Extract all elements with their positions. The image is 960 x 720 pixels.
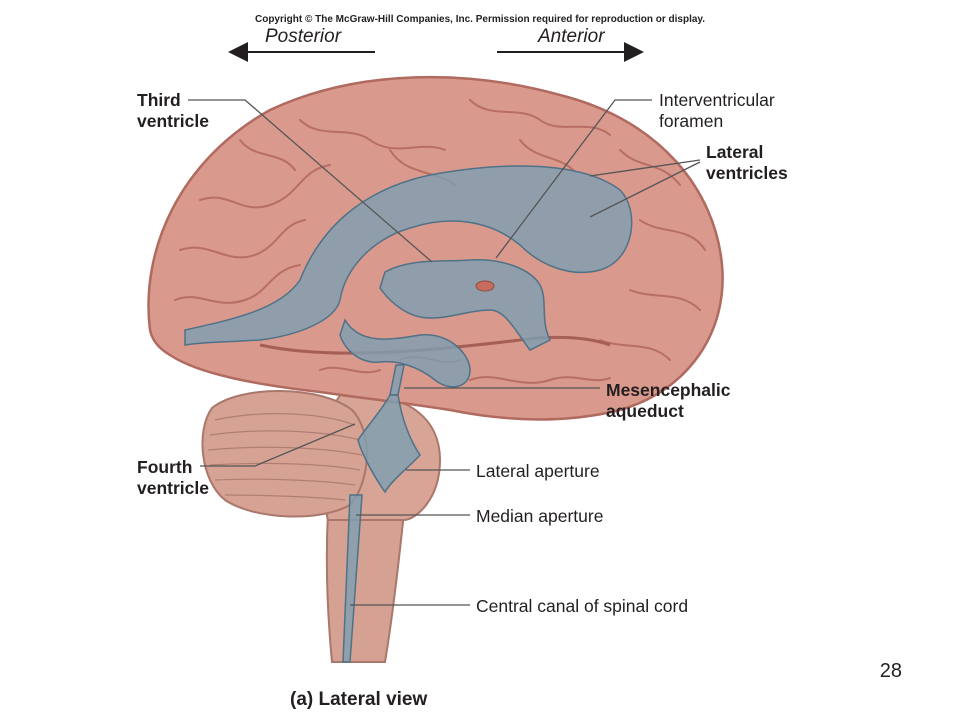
label-lateral-aperture: Lateral aperture [476,461,600,481]
lateral-ventricle-body [184,165,633,346]
ventricular-system [184,165,633,663]
copyright-notice: Copyright © The McGraw-Hill Companies, I… [254,14,706,25]
label-interventricular-foramen: Interventricular foramen [659,90,775,131]
cerebrum-gyri [174,99,706,384]
label-central-canal: Central canal of spinal cord [476,596,689,616]
label-third-ventricle: Third ventricle [137,90,209,131]
label-lateral-ventricles: Lateral ventricles [706,142,788,183]
spinal-cord [325,511,406,663]
fourth-ventricle [357,394,421,494]
label-fourth-ventricle: Fourth ventricle [137,457,209,498]
posterior-label: Posterior [265,26,342,47]
lateral-ventricle-inferior-horn [339,318,471,388]
cerebellum-folia [207,413,363,501]
figure-caption: (a) Lateral view [290,689,428,710]
anterior-label: Anterior [538,26,605,47]
label-median-aperture: Median aperture [476,506,604,526]
page-number: 28 [879,660,902,682]
interventricular-foramen [475,280,495,292]
temporal-sulcus [259,336,611,355]
label-mesencephalic-aqueduct: Mesencephalic aqueduct [606,380,731,421]
third-ventricle [379,259,552,351]
central-canal [342,494,363,663]
leader-lines [188,99,701,606]
